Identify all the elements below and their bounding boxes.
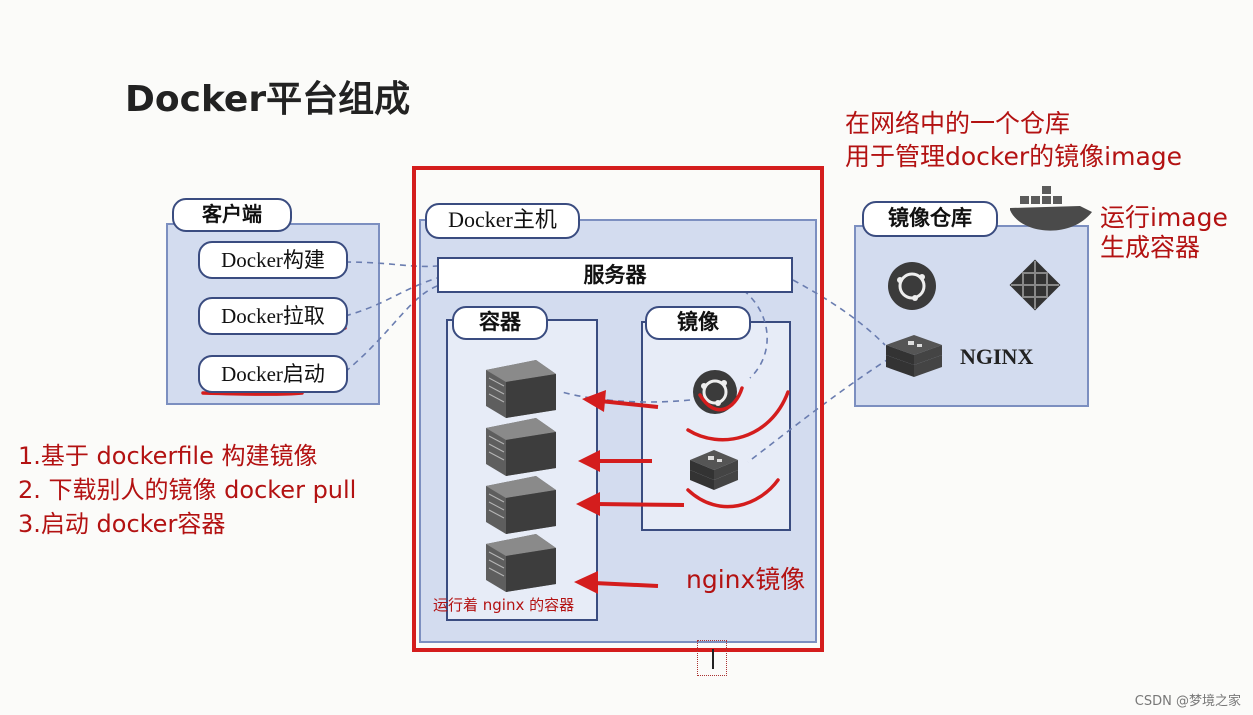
images-label: 镜像 [645,306,751,340]
host-highlight-frame [412,166,824,652]
registry-label: 镜像仓库 [862,201,998,237]
text-cursor-icon [712,649,714,669]
nginx-label: NGINX [960,344,1034,369]
page-title: Docker平台组成 [125,79,411,120]
watermark: CSDN @梦境之家 [1134,694,1241,709]
run-note-line1: 运行image [1100,203,1228,232]
red-arrows [574,390,685,594]
server-label: 服务器 [437,257,793,293]
client-label: 客户端 [172,198,292,232]
running-container-note: 运行着 nginx 的容器 [433,596,575,614]
command-pull: Docker拉取 [198,297,348,335]
registry-note-line2: 用于管理docker的镜像image [845,142,1183,171]
step-2: 2. 下载别人的镜像 docker pull [18,476,357,504]
step-1: 1.基于 dockerfile 构建镜像 [18,442,318,470]
command-run: Docker启动 [198,355,348,393]
registry-note-line1: 在网络中的一个仓库 [845,109,1071,138]
text-cursor-box [697,640,727,676]
redis-image-icon [690,450,738,490]
registry-centos-icon [1009,259,1061,311]
step-3: 3.启动 docker容器 [18,510,226,538]
containers-label: 容器 [452,306,548,340]
nginx-image-note: nginx镜像 [686,565,806,594]
registry-panel [854,225,1089,407]
container-icons [486,360,556,592]
registry-ubuntu-icon [888,262,936,310]
registry-redis-icon [886,335,942,377]
run-note-line2: 生成容器 [1100,233,1201,262]
docker-whale-icon [1010,186,1092,231]
docker-host-label: Docker主机 [425,203,580,239]
command-build: Docker构建 [198,241,348,279]
client-connectors [344,261,441,373]
